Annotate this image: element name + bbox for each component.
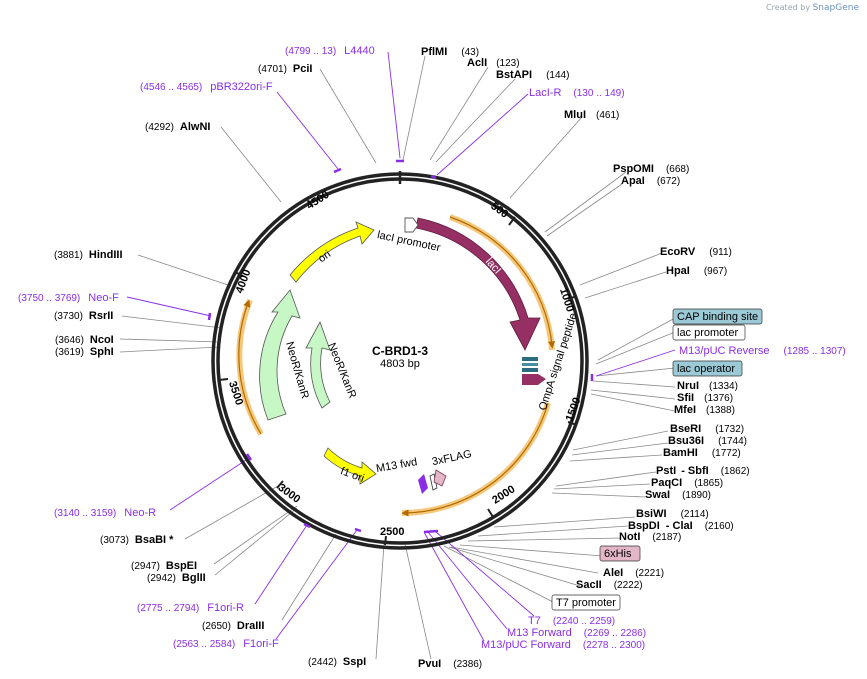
enzyme-site-label[interactable]: BstAPI(144) [496, 69, 569, 81]
lac-operator-box[interactable] [672, 360, 743, 377]
enzyme-site-label[interactable]: (2947)BspEI [131, 560, 197, 572]
primer-label[interactable]: (2563 .. 2584)F1ori-F [173, 638, 279, 650]
enzyme-site-label[interactable]: HpaI(967) [666, 265, 727, 277]
6xhis-box[interactable] [599, 545, 641, 562]
enzyme-site-label[interactable]: PstI- SbfI(1862) [656, 465, 750, 477]
enzyme-site-label[interactable]: (4701)PciI [258, 63, 312, 75]
enzyme-site-label[interactable]: AleI(2221) [603, 567, 664, 579]
enzyme-site-label[interactable]: ApaI(672) [621, 175, 680, 187]
enzyme-site-label[interactable]: SacII(2222) [576, 579, 643, 591]
snapgene-credit: Created by SnapGene [766, 3, 859, 13]
cap-binding-site-box[interactable] [672, 308, 763, 325]
laci-promoter-label: lacI promoter [376, 229, 442, 254]
lac-operator-label: lac operator [677, 363, 735, 375]
enzyme-site-label[interactable]: NruI(1334) [677, 380, 738, 392]
3xflag-mark [433, 469, 447, 487]
primer-marks [207, 159, 594, 534]
primer-leader-lines [126, 51, 676, 642]
primer-label[interactable]: M13/pUC Forward(2278 .. 2300) [481, 639, 645, 651]
enzyme-site-label[interactable]: PvuI(2386) [418, 658, 482, 670]
tick-label: 2500 [380, 526, 404, 538]
primer-label[interactable]: M13 Forward(2269 .. 2286) [507, 627, 646, 639]
t7-promoter-mark [429, 473, 438, 491]
enzyme-site-label[interactable]: (3073)BsaBI * [100, 534, 174, 546]
enzyme-site-label[interactable]: (2650)DraIII [202, 620, 264, 632]
f1-ori-arrow[interactable] [323, 447, 377, 485]
enzyme-labels: PflMI(43) AclI(123) BstAPI(144) MluI(461… [54, 46, 750, 670]
primer-label[interactable]: (4799 .. 13)L4440 [285, 45, 375, 57]
cap-binding-mark [522, 357, 538, 361]
ompa-signal-arrow[interactable] [522, 374, 546, 385]
enzyme-site-label[interactable]: (2442)SspI [308, 656, 366, 668]
neor-kanr-arrow-2[interactable] [305, 321, 331, 409]
enzyme-site-label[interactable]: Bsu36I(1744) [668, 435, 747, 447]
boxed-feature-labels: CAP binding site lac promoter lac operat… [551, 308, 763, 611]
enzyme-site-label[interactable]: (3730)RsrII [54, 310, 113, 322]
plasmid-backbone [211, 171, 589, 550]
m13-fwd-label: M13 fwd [375, 456, 418, 475]
orf-arrow-cores [238, 216, 556, 517]
enzyme-site-label[interactable]: SwaI(1890) [645, 489, 711, 501]
lac-promoter-label: lac promoter [677, 327, 738, 339]
enzyme-site-label[interactable]: BamHI(1772) [663, 447, 741, 459]
primer-labels: (4799 .. 13)L4440 (4546 .. 4565)pBR322or… [18, 45, 846, 651]
enzyme-site-label[interactable]: MluI(461) [564, 109, 619, 121]
enzyme-site-label[interactable]: (4292)AlwNI [145, 121, 210, 133]
cap-binding-site-label: CAP binding site [677, 311, 758, 323]
t7-promoter-box[interactable] [551, 594, 621, 611]
ori-label: ori [316, 248, 333, 265]
enzyme-site-label[interactable]: PaqCI(1865) [651, 477, 723, 489]
plasmid-name: C-BRD1-3 [372, 344, 428, 358]
primer-label[interactable]: T7(2240 .. 2259) [528, 615, 615, 627]
enzyme-site-label[interactable]: (2942)BglII [147, 572, 206, 584]
credit-prefix: Created by [766, 3, 811, 12]
lac-operator-mark [522, 368, 538, 372]
enzyme-site-label[interactable]: MfeI(1388) [674, 404, 735, 416]
primer-label[interactable]: (3140 .. 3159)Neo-R [54, 507, 156, 519]
enzyme-site-label[interactable]: SfiI(1376) [677, 392, 733, 404]
enzyme-site-label[interactable]: (3881)HindIII [54, 249, 123, 261]
enzyme-site-label[interactable]: PflMI(43) [421, 46, 479, 58]
lac-promoter-box[interactable] [672, 324, 746, 341]
plasmid-size: 4803 bp [380, 358, 420, 370]
neor-kanr-label-1: NeoR/KanR [283, 340, 311, 400]
ori-arrow[interactable] [289, 221, 375, 283]
lac-promoter-mark [522, 363, 538, 366]
laci-promoter-arrow[interactable] [404, 217, 419, 233]
enzyme-site-label[interactable]: AclI(123) [467, 57, 520, 69]
label-leader-lines [119, 55, 676, 660]
enzyme-site-label[interactable]: BseRI(1732) [670, 423, 744, 435]
enzyme-site-label[interactable]: BspDI- ClaI(2160) [628, 520, 734, 532]
enzyme-site-label[interactable]: NotI(2187) [619, 531, 681, 543]
6xhis-label: 6xHis [604, 548, 632, 560]
enzyme-site-label[interactable]: (3646)NcoI [55, 334, 114, 346]
3xflag-label: 3xFLAG [431, 448, 473, 468]
enzyme-site-label[interactable]: EcoRV(911) [660, 246, 732, 258]
primer-label[interactable]: (2775 .. 2794)F1ori-R [137, 602, 244, 614]
neor-kanr-arrow-1[interactable] [259, 289, 301, 421]
primer-label[interactable]: (4546 .. 4565)pBR322ori-F [140, 81, 273, 93]
t7-promoter-label: T7 promoter [556, 597, 616, 609]
laci-feature-arrow[interactable] [415, 217, 541, 351]
enzyme-site-label[interactable]: (3619)SphI [55, 346, 114, 358]
backbone-tick-marks [218, 197, 578, 546]
primer-label[interactable]: LacI-R(130 .. 149) [529, 87, 625, 99]
enzyme-site-label[interactable]: PspOMI(668) [613, 163, 689, 175]
snapgene-brand: SnapGene [812, 3, 859, 13]
primer-label[interactable]: (3750 .. 3769)Neo-F [18, 292, 119, 304]
primer-label[interactable]: M13/pUC Reverse(1285 .. 1307) [679, 345, 846, 357]
enzyme-site-label[interactable]: BsiWI(2114) [636, 508, 709, 520]
neor-kanr-label-2: NeoR/KanR [325, 341, 358, 400]
m13-fwd-mark [418, 474, 428, 494]
